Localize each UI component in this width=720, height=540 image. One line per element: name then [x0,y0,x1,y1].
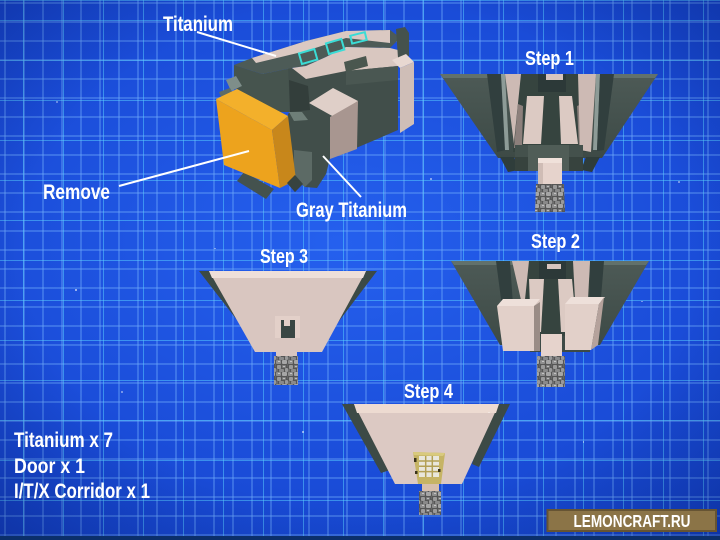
svg-text:Step 2: Step 2 [531,231,580,253]
svg-text:I/T/X Corridor x 1: I/T/X Corridor x 1 [14,480,150,503]
svg-text:Step 3: Step 3 [260,246,308,268]
svg-text:Step 4: Step 4 [404,381,454,403]
svg-text:Titanium x 7: Titanium x 7 [14,429,113,452]
svg-text:Titanium: Titanium [163,13,233,36]
svg-text:Gray Titanium: Gray Titanium [296,199,407,222]
svg-text:Door x 1: Door x 1 [14,455,85,478]
svg-text:LEMONCRAFT.RU: LEMONCRAFT.RU [574,511,691,531]
svg-text:Remove: Remove [43,181,110,204]
svg-text:Step 1: Step 1 [525,48,574,70]
